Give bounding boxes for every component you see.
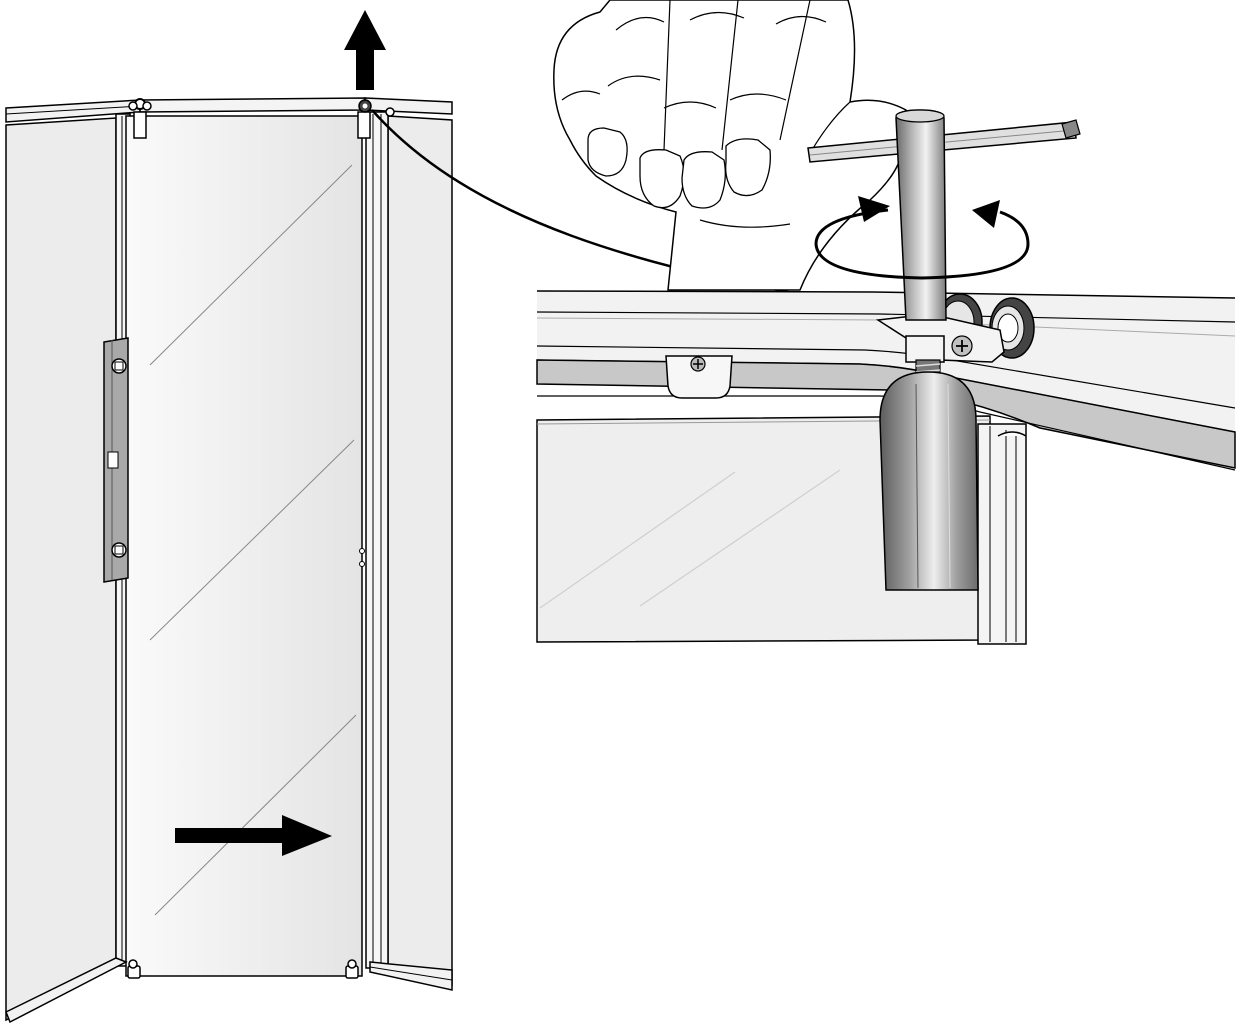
top-rail-front [139, 97, 366, 113]
right-fixed-panel [387, 115, 453, 987]
top-roller-left [128, 98, 152, 139]
hand [553, 0, 907, 291]
arrow-right-icon [175, 815, 332, 856]
top-roller-right [357, 99, 395, 139]
sliding-door-glass [125, 115, 363, 977]
detail-view [536, 290, 1236, 645]
spirit-level [103, 337, 129, 583]
handle-hole [359, 548, 365, 554]
bottom-rail-right [369, 961, 453, 991]
roller-bracket [875, 313, 1005, 363]
bottom-rail-left [5, 957, 128, 1024]
arrow-up-icon [344, 10, 386, 90]
roller-housing [879, 371, 979, 591]
detail-rail [536, 290, 1236, 471]
bottom-guide-left [127, 959, 141, 979]
bottom-guide-right [345, 959, 359, 979]
profile-right [365, 111, 389, 969]
rotate-icon [814, 196, 1030, 280]
door-guide-clip [665, 355, 733, 399]
left-fixed-panel [5, 117, 117, 1022]
enclosure-view [5, 10, 453, 1024]
t-handle-hex-key [807, 109, 1081, 321]
handle-hole [359, 561, 365, 567]
detail-profile [977, 423, 1027, 645]
